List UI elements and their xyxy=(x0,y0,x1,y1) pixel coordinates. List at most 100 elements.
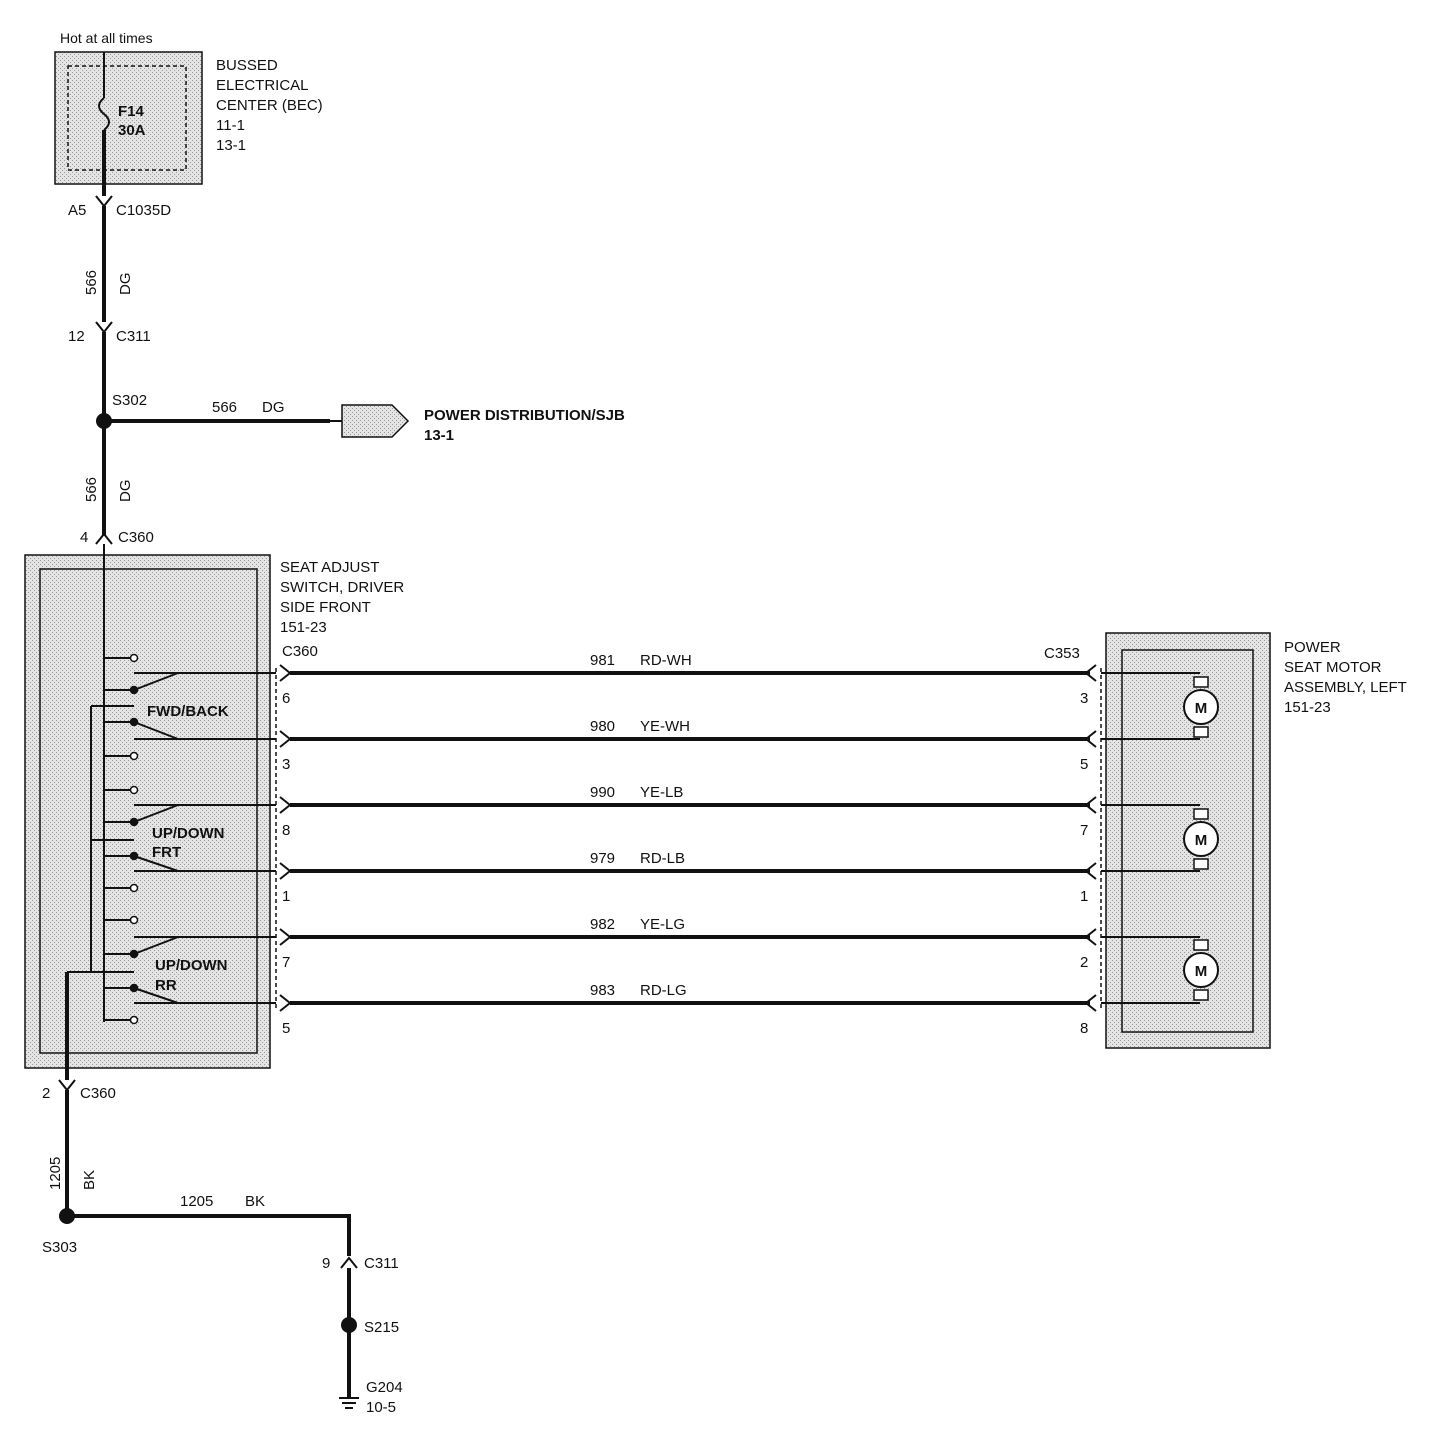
power-dist-line1: POWER DISTRIBUTION/SJB xyxy=(424,407,625,424)
wire-566-lower-color: DG xyxy=(117,480,134,503)
pivot-icon xyxy=(130,984,138,992)
c360-pin-icon xyxy=(279,994,292,1012)
switch-contacts xyxy=(104,653,179,1025)
motor-brush-top xyxy=(1193,808,1209,820)
wire-circuit: 982 xyxy=(590,916,615,933)
switch-blade-icon xyxy=(133,721,179,740)
wire-1205-horiz xyxy=(67,1214,351,1256)
motor-circle xyxy=(1183,952,1219,988)
pivot-icon xyxy=(130,950,138,958)
switch-blade-icon xyxy=(133,987,179,1004)
c1035d-name: C1035D xyxy=(116,202,171,219)
c360-pin-number: 3 xyxy=(282,756,290,773)
contact-icon xyxy=(129,653,139,663)
seat-switch-line3: SIDE FRONT xyxy=(280,599,371,616)
motor-brush-bottom xyxy=(1193,858,1209,870)
motor-symbol: M xyxy=(1195,832,1208,849)
motor-assembly-inner xyxy=(1121,649,1254,1033)
seat-switch-line1: SEAT ADJUST xyxy=(280,559,379,576)
c360-gnd-connector-icon xyxy=(58,1079,76,1092)
c353-pin-number: 3 xyxy=(1080,690,1088,707)
wire-1205-horiz-circuit: 1205 xyxy=(180,1193,213,1210)
motor-brush-bottom xyxy=(1193,726,1209,738)
contact-icon xyxy=(129,915,139,925)
branch-566-circuit: 566 xyxy=(212,399,237,416)
pivot-icon xyxy=(130,686,138,694)
c360-in-connector-icon xyxy=(95,532,113,545)
contact-icon xyxy=(129,785,139,795)
wire-color: YE-LB xyxy=(640,784,683,801)
motor-group: M M M xyxy=(1183,676,1219,1001)
fuse-rating: 30A xyxy=(118,122,146,139)
bec-inner-dash xyxy=(67,65,187,171)
motor-assy-line1: POWER xyxy=(1284,639,1341,656)
c311-bottom-pin: 9 xyxy=(322,1255,330,1272)
bec-box xyxy=(54,51,203,185)
fuse-f14-icon xyxy=(98,97,110,131)
wire-566-upper-color: DG xyxy=(117,273,134,296)
wire-1205-vert-circuit: 1205 xyxy=(47,1157,64,1190)
switch-blade-icon xyxy=(133,672,179,691)
contact-icon xyxy=(129,1015,139,1025)
c360-pin-icon xyxy=(279,928,292,946)
ground-icon xyxy=(339,1397,359,1409)
power-dist-arrow-icon xyxy=(341,404,410,438)
c360-pin-icon xyxy=(279,730,292,748)
wire-1205-vert-color: BK xyxy=(81,1170,98,1190)
motor-assy-line2: SEAT MOTOR xyxy=(1284,659,1382,676)
updown-rr-label1: UP/DOWN xyxy=(155,957,228,974)
updown-frt-label2: FRT xyxy=(152,844,181,861)
wire-color: RD-WH xyxy=(640,652,692,669)
seat-switch-inner xyxy=(39,568,258,1054)
motor-symbol: M xyxy=(1195,700,1208,717)
c360-out-name: C360 xyxy=(282,643,318,660)
wire-color: RD-LB xyxy=(640,850,685,867)
bec-ref-1: 11-1 xyxy=(216,117,245,134)
wire-color: YE-WH xyxy=(640,718,690,735)
bec-ref-2: 13-1 xyxy=(216,137,246,154)
switch-blade-icon xyxy=(133,936,179,955)
motor-circle xyxy=(1183,821,1219,857)
c353-name: C353 xyxy=(1044,645,1080,662)
contact-icon xyxy=(129,883,139,893)
c353-pin-icon xyxy=(1084,862,1097,880)
c353-pin-number: 5 xyxy=(1080,756,1088,773)
contact-icon xyxy=(129,751,139,761)
bec-title-3: CENTER (BEC) xyxy=(216,97,323,114)
c353-pin-icon xyxy=(1084,796,1097,814)
wire-566-lower-circuit: 566 xyxy=(83,477,100,502)
c360-pin-number: 8 xyxy=(282,822,290,839)
c311-bottom-name: C311 xyxy=(364,1255,399,1272)
c353-pin-icon xyxy=(1084,730,1097,748)
c353-pin-icon xyxy=(1084,664,1097,682)
c360-gnd-name: C360 xyxy=(80,1085,116,1102)
c353-pin-number: 8 xyxy=(1080,1020,1088,1037)
power-dist-line2: 13-1 xyxy=(424,427,454,444)
c353-pin-icon xyxy=(1084,994,1097,1012)
c360-pin-number: 5 xyxy=(282,1020,290,1037)
c311-top-pin: 12 xyxy=(68,328,85,345)
s303-name: S303 xyxy=(42,1239,77,1256)
bec-top-note: Hot at all times xyxy=(60,30,153,46)
c311-bottom-connector-icon xyxy=(340,1256,358,1269)
c1035d-pin: A5 xyxy=(68,202,86,219)
wire-566-upper-circuit: 566 xyxy=(83,270,100,295)
c360-pin-icon xyxy=(279,664,292,682)
motor-symbol: M xyxy=(1195,963,1208,980)
seat-switch-line4: 151-23 xyxy=(280,619,327,636)
c1035d-connector-icon xyxy=(95,195,113,208)
s302-name: S302 xyxy=(112,392,147,409)
switch-blade-icon xyxy=(133,855,179,872)
c353-pin-number: 1 xyxy=(1080,888,1088,905)
wire-circuit: 980 xyxy=(590,718,615,735)
seat-switch-box xyxy=(24,554,271,1069)
motor-wire-980: 980 YE-WH 3 5 xyxy=(134,718,1200,773)
motor-brush-bottom xyxy=(1193,989,1209,1001)
c360-pin-icon xyxy=(279,796,292,814)
